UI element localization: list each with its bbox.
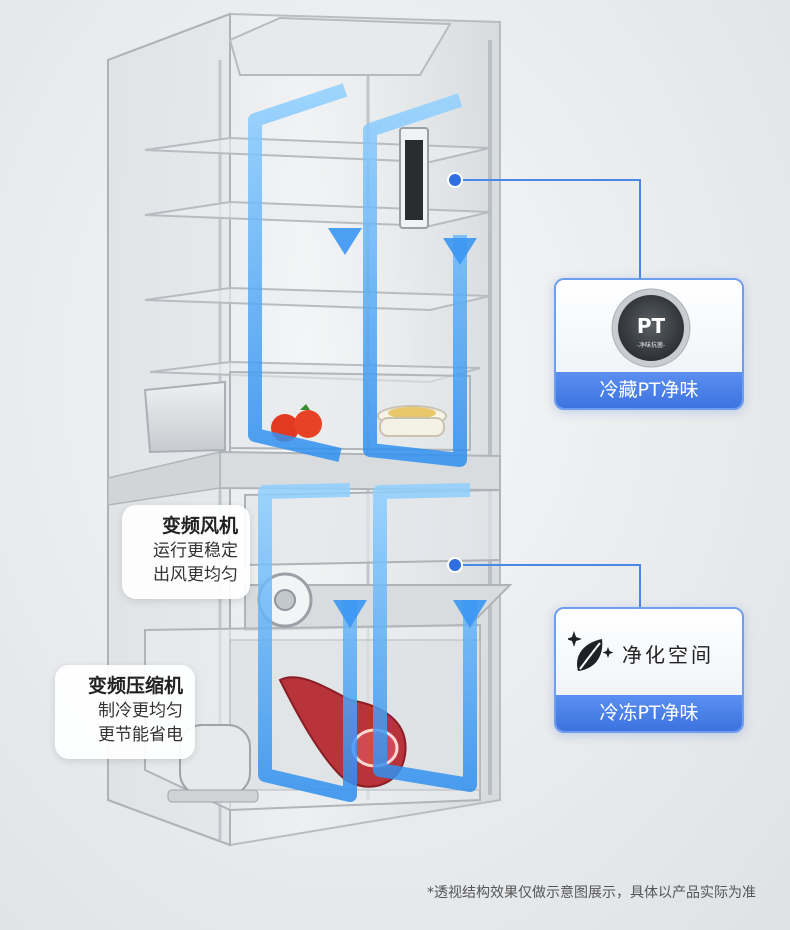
compressor-icon <box>167 724 259 803</box>
purify-space-text: 净化空间 <box>622 643 714 667</box>
pt-filter-icon <box>399 127 429 229</box>
compressor-callout-line-2: 更节能省电 <box>98 725 183 745</box>
connector-dot-fridge <box>447 172 463 188</box>
airflow-arrowheads <box>328 228 487 628</box>
fan-callout: 变频风机 运行更稳定 出风更均匀 <box>122 505 250 599</box>
connector-dot-freezer <box>447 557 463 573</box>
disclaimer-text: *透视结构效果仅做示意图展示，具体以产品实际为准 <box>427 885 756 901</box>
fan-callout-line-1: 运行更稳定 <box>153 541 238 561</box>
airflow-arrows <box>248 83 477 802</box>
fridge-pt-card-body: PT -净味抗菌- <box>556 280 742 372</box>
pt-badge-text: PT <box>637 314 666 338</box>
fan-callout-title: 变频风机 <box>161 515 238 537</box>
pt-badge-icon: PT -净味抗菌- <box>611 288 691 368</box>
fan-callout-line-2: 出风更均匀 <box>153 565 238 585</box>
fridge-pt-label: 冷藏PT净味 <box>556 372 742 408</box>
compressor-callout: 变频压缩机 制冷更均匀 更节能省电 <box>55 665 195 759</box>
compressor-callout-line-1: 制冷更均匀 <box>98 701 183 721</box>
leaf-sparkle-icon <box>568 631 614 671</box>
freezer-pt-card: 净化空间 冷冻PT净味 <box>554 607 744 733</box>
freezer-pt-card-body: 净化空间 <box>556 609 742 695</box>
pt-badge-subtext: -净味抗菌- <box>637 341 665 349</box>
compressor-callout-title: 变频压缩机 <box>87 675 183 697</box>
connector-lines <box>455 179 641 607</box>
fridge-pt-card: PT -净味抗菌- 冷藏PT净味 <box>554 278 744 410</box>
freezer-pt-label: 冷冻PT净味 <box>556 695 742 731</box>
dish-icon <box>377 405 447 437</box>
